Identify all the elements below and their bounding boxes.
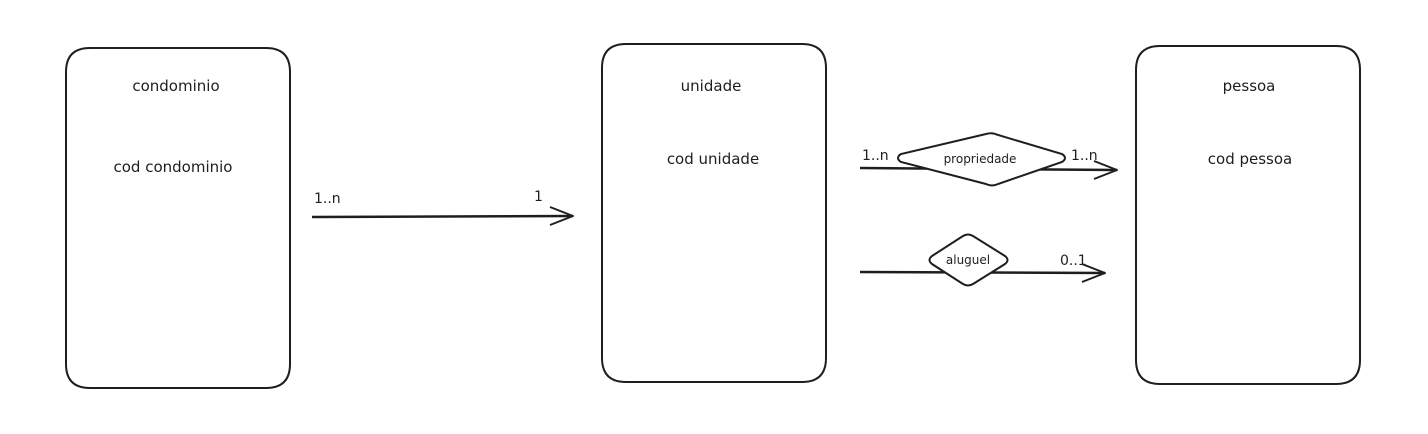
cardinality-source: 1..n: [314, 191, 341, 207]
entity-condominio-title: condominio: [132, 77, 219, 95]
entity-pessoa[interactable]: pessoa cod pessoa: [1135, 45, 1361, 385]
relationship-condominio-unidade[interactable]: 1..n 1: [311, 189, 574, 226]
arrow-head: [1093, 160, 1118, 180]
entity-unidade-title: unidade: [681, 77, 742, 95]
relationship-name: aluguel: [946, 253, 990, 267]
arrow-head: [549, 206, 574, 226]
relationship-aluguel[interactable]: aluguel 0..1: [859, 233, 1106, 287]
relationship-name: propriedade: [944, 152, 1017, 166]
cardinality-target: 1: [534, 189, 543, 205]
entity-unidade-attribute: cod unidade: [667, 150, 759, 168]
cardinality-target: 0..1: [1060, 253, 1087, 269]
entity-unidade-box: [601, 43, 827, 383]
entity-pessoa-title: pessoa: [1223, 77, 1276, 95]
entity-condominio-box: [65, 47, 291, 389]
entity-unidade[interactable]: unidade cod unidade: [601, 43, 827, 383]
arrow-head: [1081, 263, 1106, 283]
entity-pessoa-attribute: cod pessoa: [1208, 150, 1292, 168]
relationship-diamond: [928, 233, 1009, 287]
entity-pessoa-box: [1135, 45, 1361, 385]
cardinality-source: 1..n: [862, 148, 889, 164]
cardinality-target: 1..n: [1071, 148, 1098, 164]
entity-condominio[interactable]: condominio cod condominio: [65, 47, 291, 389]
relationship-diamond: [897, 132, 1066, 187]
relationship-line: [311, 214, 574, 219]
relationship-propriedade[interactable]: propriedade 1..n 1..n: [859, 132, 1118, 187]
entity-condominio-attribute: cod condominio: [114, 158, 233, 176]
